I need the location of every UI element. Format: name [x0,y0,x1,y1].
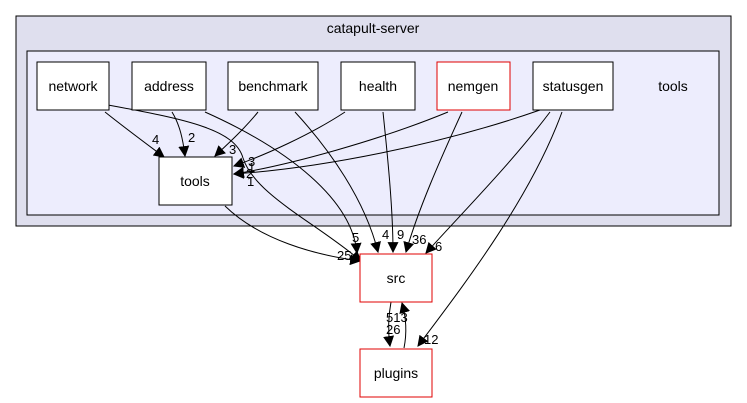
edge-src-plugins [383,301,395,348]
node-tools[interactable]: tools [158,156,233,206]
edge-network-tools [104,111,165,158]
edge-label-nemgen-src: 36 [412,232,426,247]
edge-label-statusgen-tools: 1 [248,160,255,175]
node-label: statusgen [543,78,604,94]
node-label: src [387,270,406,286]
node-plugins[interactable]: plugins [359,348,433,398]
node-src[interactable]: src [359,253,433,303]
edge-health-src [382,111,399,254]
node-address[interactable]: address [131,61,207,111]
edge-statusgen-src [425,111,551,254]
edge-address-tools [171,111,190,158]
node-label: health [359,78,397,94]
edge-tools-src [224,205,362,266]
edge-statusgen-tools [232,109,541,179]
edge-label-address-tools: 2 [188,130,195,145]
node-nemgen[interactable]: nemgen [436,61,511,111]
edge-statusgen-plugins [417,111,563,347]
edge-address-src [204,111,362,255]
edge-label-network-src: 3 [229,142,236,157]
edge-label-health-tools: 2 [246,166,253,181]
edge-label-statusgen-plugins: 12 [424,332,438,347]
edges [104,104,563,349]
edge-health-tools [232,111,346,168]
node-label: benchmark [238,78,308,94]
node-health[interactable]: health [340,61,416,111]
edge-nemgen-tools [232,111,449,178]
node-label: address [144,78,194,94]
node-network[interactable]: network [36,61,110,111]
edge-label-benchmark-tools: 3 [248,154,255,169]
edge-nemgen-src [403,111,463,254]
edge-label-nemgen-tools: 1 [247,174,254,189]
edge-benchmark-src [294,111,381,254]
node-statusgen[interactable]: statusgen [532,61,614,111]
cluster-title: catapult-server [327,20,420,36]
node-benchmark[interactable]: benchmark [227,61,319,111]
node-label: network [48,78,98,94]
edge-label-tools-src: 25 [337,248,351,263]
edge-plugins-src [399,301,411,349]
node-label: tools [180,173,210,189]
edge-label-health-src: 9 [397,227,404,242]
edge-label-address-src: 5 [352,230,359,245]
edge-label-statusgen-src: 6 [435,239,442,254]
cluster-label: tools [658,78,688,94]
edge-benchmark-tools [214,111,259,157]
edge-label-src-plugins: 26 [386,322,400,337]
edge-labels: 4 3 2 5 3 4 2 9 1 36 1 6 12 25 26 513 [152,130,442,347]
edge-label-plugins-src: 513 [386,310,408,325]
edge-label-network-tools: 4 [152,132,159,147]
node-label: plugins [374,365,418,381]
node-label: nemgen [448,78,499,94]
edge-label-benchmark-src: 4 [382,227,389,242]
